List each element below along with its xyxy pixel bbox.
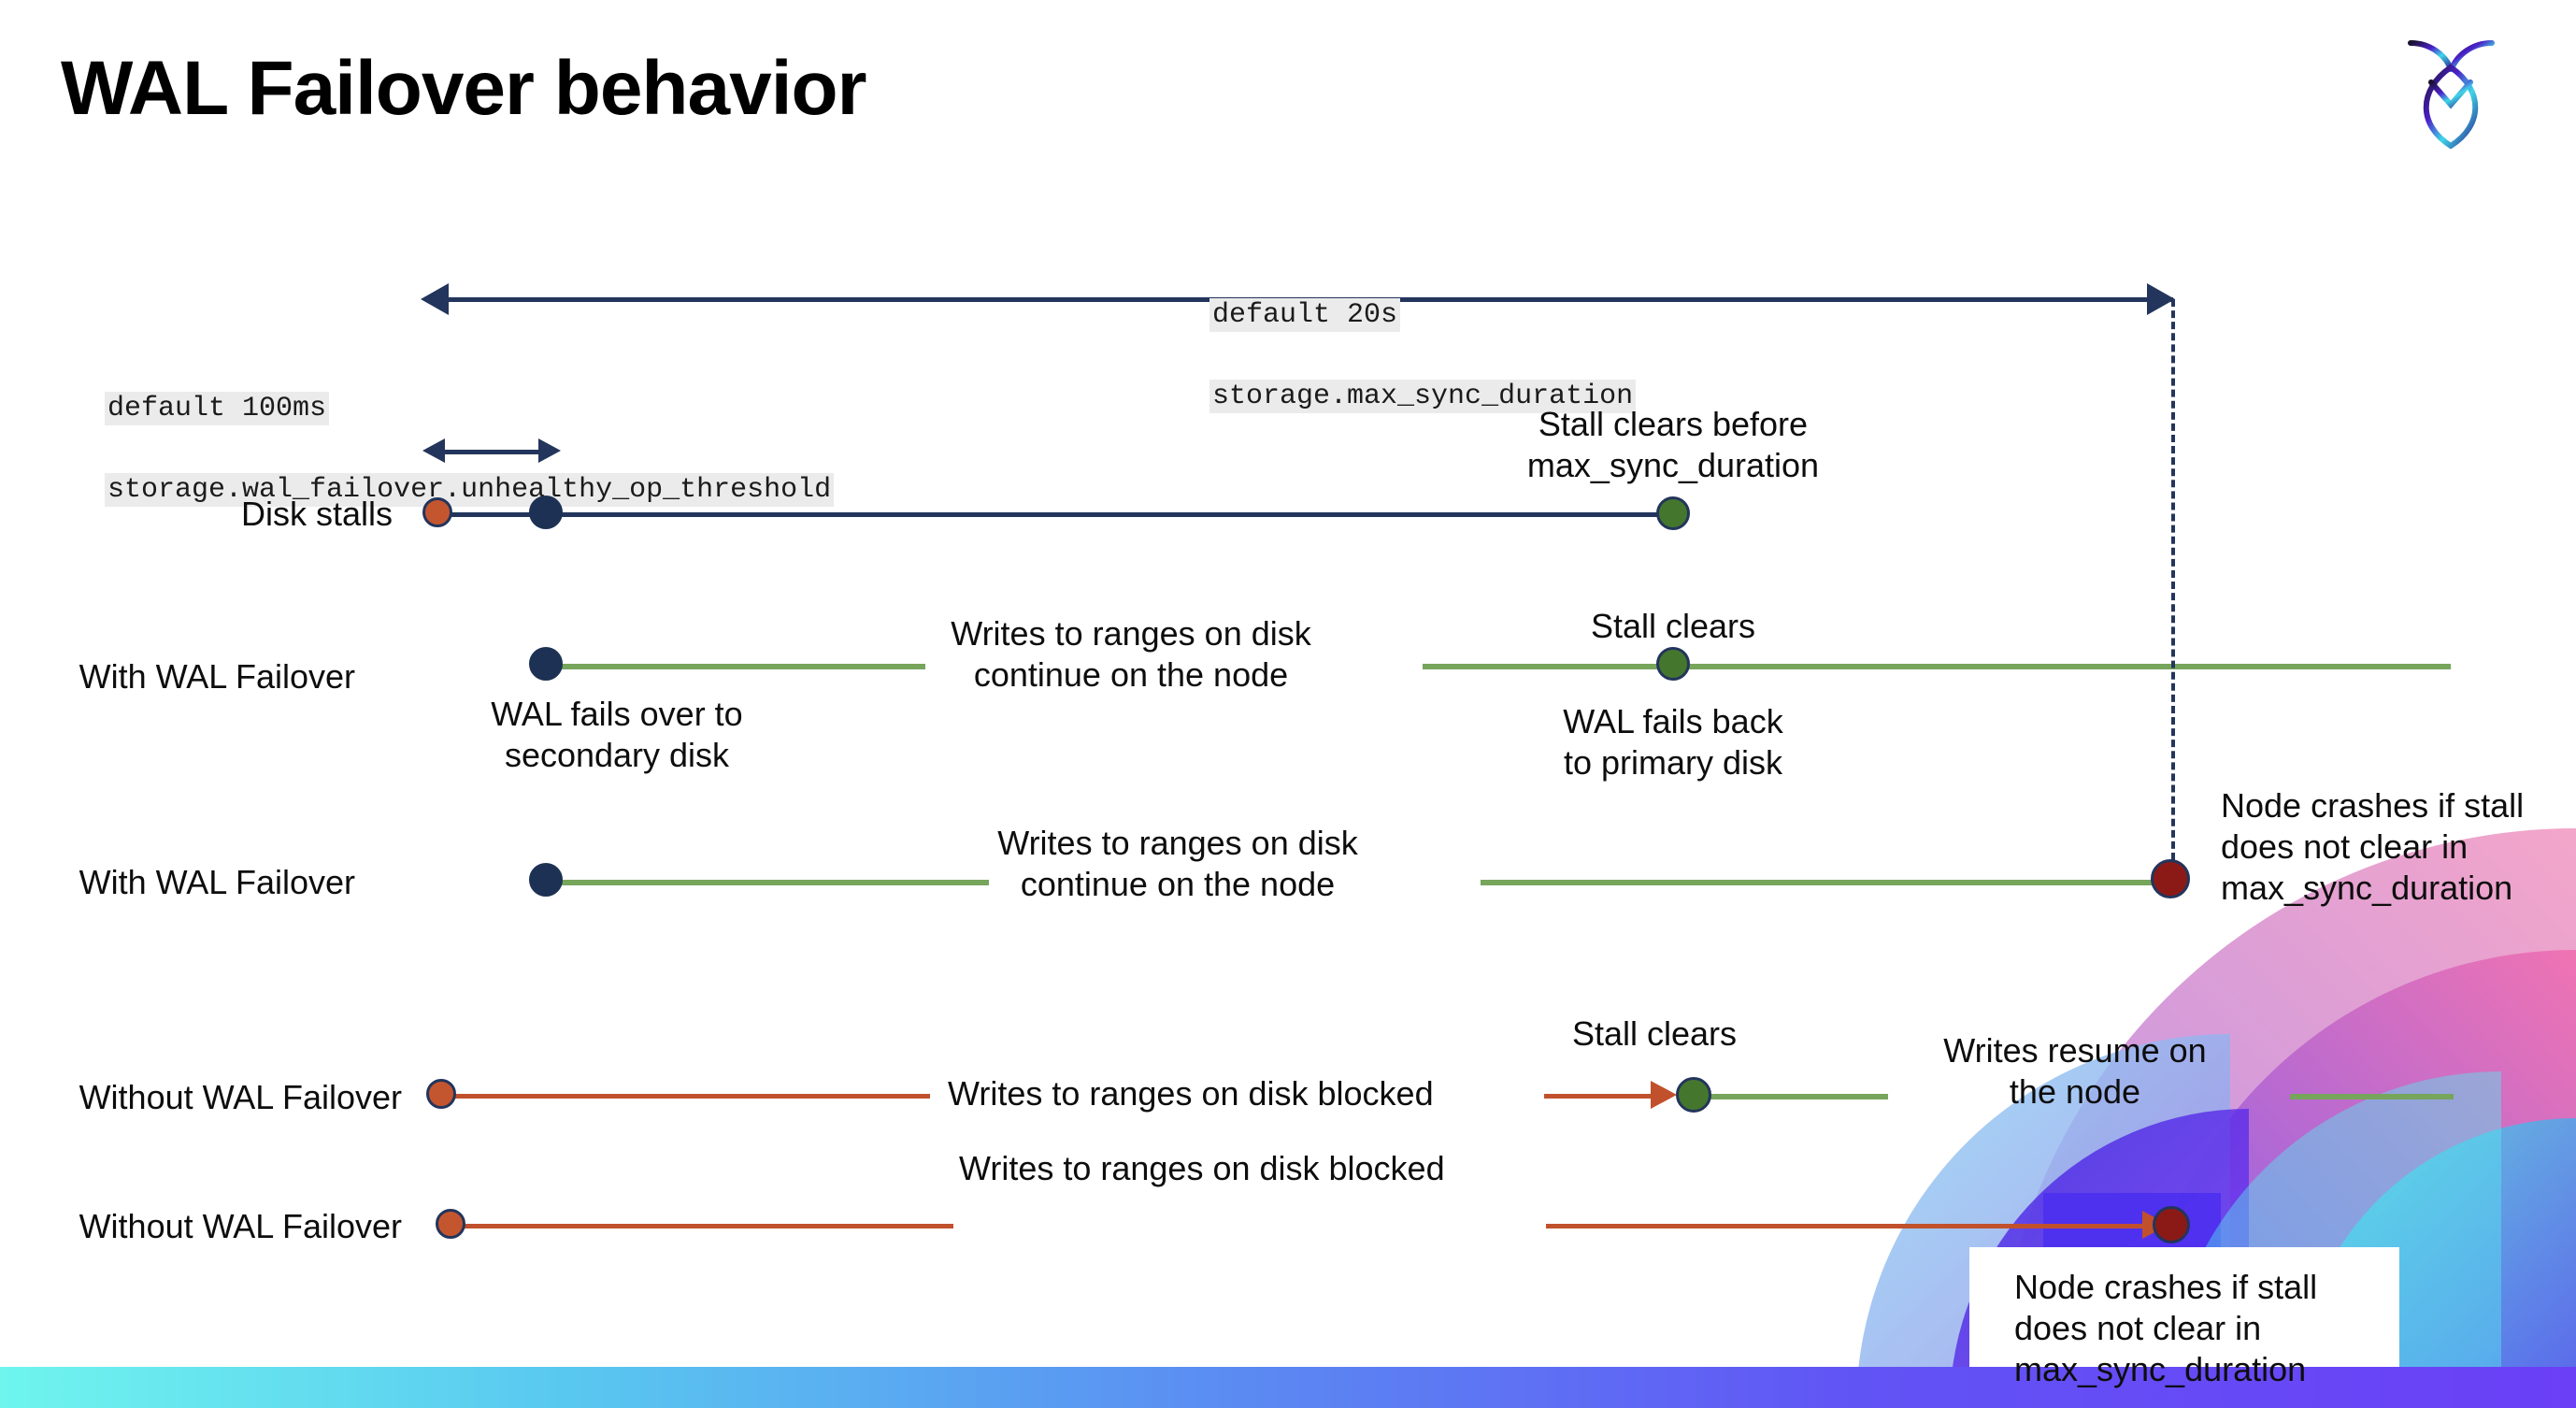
- without-wal-2-blocked-segment-a: [463, 1224, 953, 1228]
- note-node-crashes-1: Node crashes if stall does not clear in …: [2221, 786, 2525, 907]
- disk-stall-start-dot: [422, 497, 452, 527]
- note-writes-resume: Writes resume on the node: [1943, 1031, 2207, 1111]
- with-wal-1-clear-dot: [1656, 647, 1690, 681]
- max-sync-duration-annotation: default 20s storage.max_sync_duration: [1142, 254, 1637, 458]
- without-wal-1-blocked-segment-b: [1544, 1094, 1666, 1099]
- row-label-without-wal-failover-2: Without WAL Failover: [79, 1207, 402, 1245]
- disk-stall-threshold-dot: [529, 496, 563, 529]
- with-wal-2-failover-dot: [529, 863, 563, 897]
- unhealthy-threshold-annotation: default 100ms storage.wal_failover.unhea…: [37, 348, 835, 552]
- artwork-white-mask: [1969, 1247, 2399, 1387]
- without-wal-1-resume-segment-b: [2290, 1094, 2454, 1099]
- unhealthy-arrow-left: [422, 438, 445, 463]
- with-wal-2-segment-a: [550, 880, 989, 885]
- note-writes-blocked-1: Writes to ranges on disk blocked: [948, 1074, 1434, 1113]
- note-stall-clears-1: Stall clears: [1590, 607, 1756, 645]
- without-wal-2-blocked-segment-b: [1546, 1224, 2158, 1228]
- row-label-disk-stalls: Disk stalls: [240, 495, 393, 533]
- row-label-with-wal-failover-2: With WAL Failover: [79, 863, 355, 901]
- cockroachdb-logo-icon: [2408, 40, 2495, 150]
- disk-stall-clear-dot: [1656, 496, 1690, 530]
- without-wal-1-clear-dot: [1676, 1077, 1711, 1113]
- with-wal-2-crash-dot: [2151, 859, 2190, 898]
- without-wal-1-start-dot: [426, 1079, 456, 1109]
- without-wal-1-resume-segment-a: [1707, 1094, 1888, 1099]
- unhealthy-default-text: default 100ms: [105, 391, 330, 425]
- with-wal-2-segment-b: [1481, 880, 2172, 885]
- max-sync-arrow-right: [2147, 283, 2175, 315]
- max-sync-setting-text: storage.max_sync_duration: [1209, 379, 1637, 413]
- without-wal-1-blocked-arrowhead: [1651, 1081, 1677, 1109]
- without-wal-1-blocked-segment-a: [453, 1094, 930, 1099]
- note-writes-blocked-2: Writes to ranges on disk blocked: [959, 1149, 1445, 1187]
- with-wal-1-segment-b: [1423, 664, 2451, 669]
- max-sync-deadline-dashed-line: [2171, 299, 2175, 860]
- note-stall-clears-before: Stall clears before max_sync_duration: [1526, 405, 1820, 484]
- note-wal-fails-back: WAL fails back to primary disk: [1563, 702, 1783, 782]
- max-sync-default-text: default 20s: [1209, 297, 1401, 332]
- note-writes-continue-2: Writes to ranges on disk continue on the…: [997, 824, 1358, 903]
- unhealthy-arrow-right: [538, 438, 561, 463]
- note-wal-fails-over: WAL fails over to secondary disk: [491, 695, 743, 774]
- with-wal-1-segment-a: [550, 664, 925, 669]
- disk-stalls-timeline: [436, 512, 1679, 517]
- without-wal-2-crash-dot: [2153, 1206, 2190, 1243]
- row-label-without-wal-failover-1: Without WAL Failover: [79, 1078, 402, 1116]
- note-node-crashes-2: Node crashes if stall does not clear in …: [2014, 1268, 2318, 1388]
- bottom-gradient-bar: [0, 1367, 2576, 1408]
- note-stall-clears-2: Stall clears: [1571, 1014, 1738, 1053]
- row-label-with-wal-failover-1: With WAL Failover: [79, 657, 355, 696]
- without-wal-2-start-dot: [436, 1209, 465, 1239]
- page-title: WAL Failover behavior: [61, 46, 867, 131]
- note-writes-continue-1: Writes to ranges on disk continue on the…: [951, 614, 1311, 694]
- unhealthy-threshold-span-line: [439, 450, 542, 454]
- with-wal-1-failover-dot: [529, 647, 563, 681]
- unhealthy-setting-text: storage.wal_failover.unhealthy_op_thresh…: [105, 472, 835, 507]
- max-sync-arrow-left: [421, 283, 449, 315]
